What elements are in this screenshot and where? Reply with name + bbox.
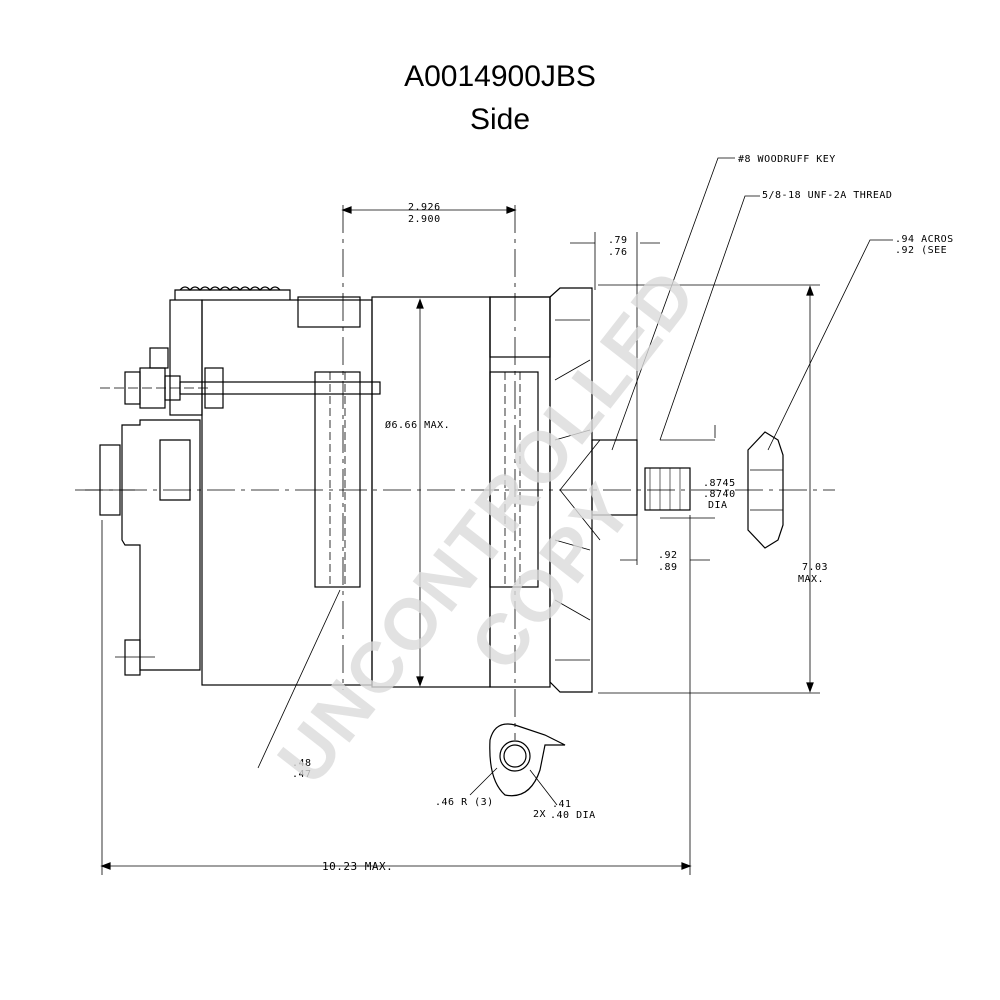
radius-label: .46 R (3) — [435, 797, 494, 808]
rear-top-flange — [174, 289, 291, 300]
across-label-2: .92 (SEE — [895, 245, 947, 256]
rear-housing — [201, 299, 373, 686]
max-label: MAX. — [798, 574, 824, 585]
mount-hole — [499, 740, 531, 772]
drawing-subtitle: Side — [469, 103, 531, 136]
threaded-shaft — [644, 467, 691, 511]
dim-79: .79 — [608, 235, 628, 246]
mount-bracket — [121, 419, 201, 671]
connector-block — [297, 296, 361, 328]
dim-89: .89 — [658, 562, 678, 573]
dim-41: .41 — [552, 799, 572, 810]
drawing-title: A0014900JBS — [404, 60, 596, 93]
diameter-label: Ø6.66 MAX. — [385, 419, 450, 431]
lower-stud — [124, 639, 141, 676]
across-label-1: .94 ACROS — [895, 234, 954, 245]
dim-48: .48 — [292, 758, 312, 769]
rear-housing-upper — [169, 299, 203, 416]
pulley-nut — [747, 431, 784, 549]
dim-2900: 2.900 — [408, 214, 441, 225]
dim-8745: .8745 — [703, 478, 736, 489]
stator — [371, 296, 491, 688]
woodruff-key-label: #8 WOODRUFF KEY — [738, 154, 836, 165]
dim-92: .92 — [658, 550, 678, 561]
terminal-nut-3 — [149, 347, 169, 369]
stator-window-left — [314, 371, 361, 588]
dim-8740: .8740 — [703, 489, 736, 500]
dim-47: .47 — [292, 769, 312, 780]
dim-2926: 2.926 — [408, 202, 441, 213]
dim-40-dia: .40 DIA — [550, 810, 596, 821]
shaft-hub — [591, 439, 638, 516]
thread-label: 5/8-18 UNF-2A THREAD — [762, 190, 892, 201]
through-bolt — [179, 381, 381, 395]
two-x-label: 2X — [533, 809, 546, 820]
mounting-ear — [489, 723, 566, 797]
stator-window-right — [489, 371, 539, 588]
dia-label: DIA — [708, 500, 728, 511]
ground-stud — [99, 444, 121, 516]
dim-76: .76 — [608, 247, 628, 258]
fan — [549, 287, 593, 693]
overall-length-label: 10.23 MAX. — [322, 860, 393, 873]
dim-703: 7.03 — [802, 562, 828, 573]
cooling-fins — [179, 286, 281, 291]
